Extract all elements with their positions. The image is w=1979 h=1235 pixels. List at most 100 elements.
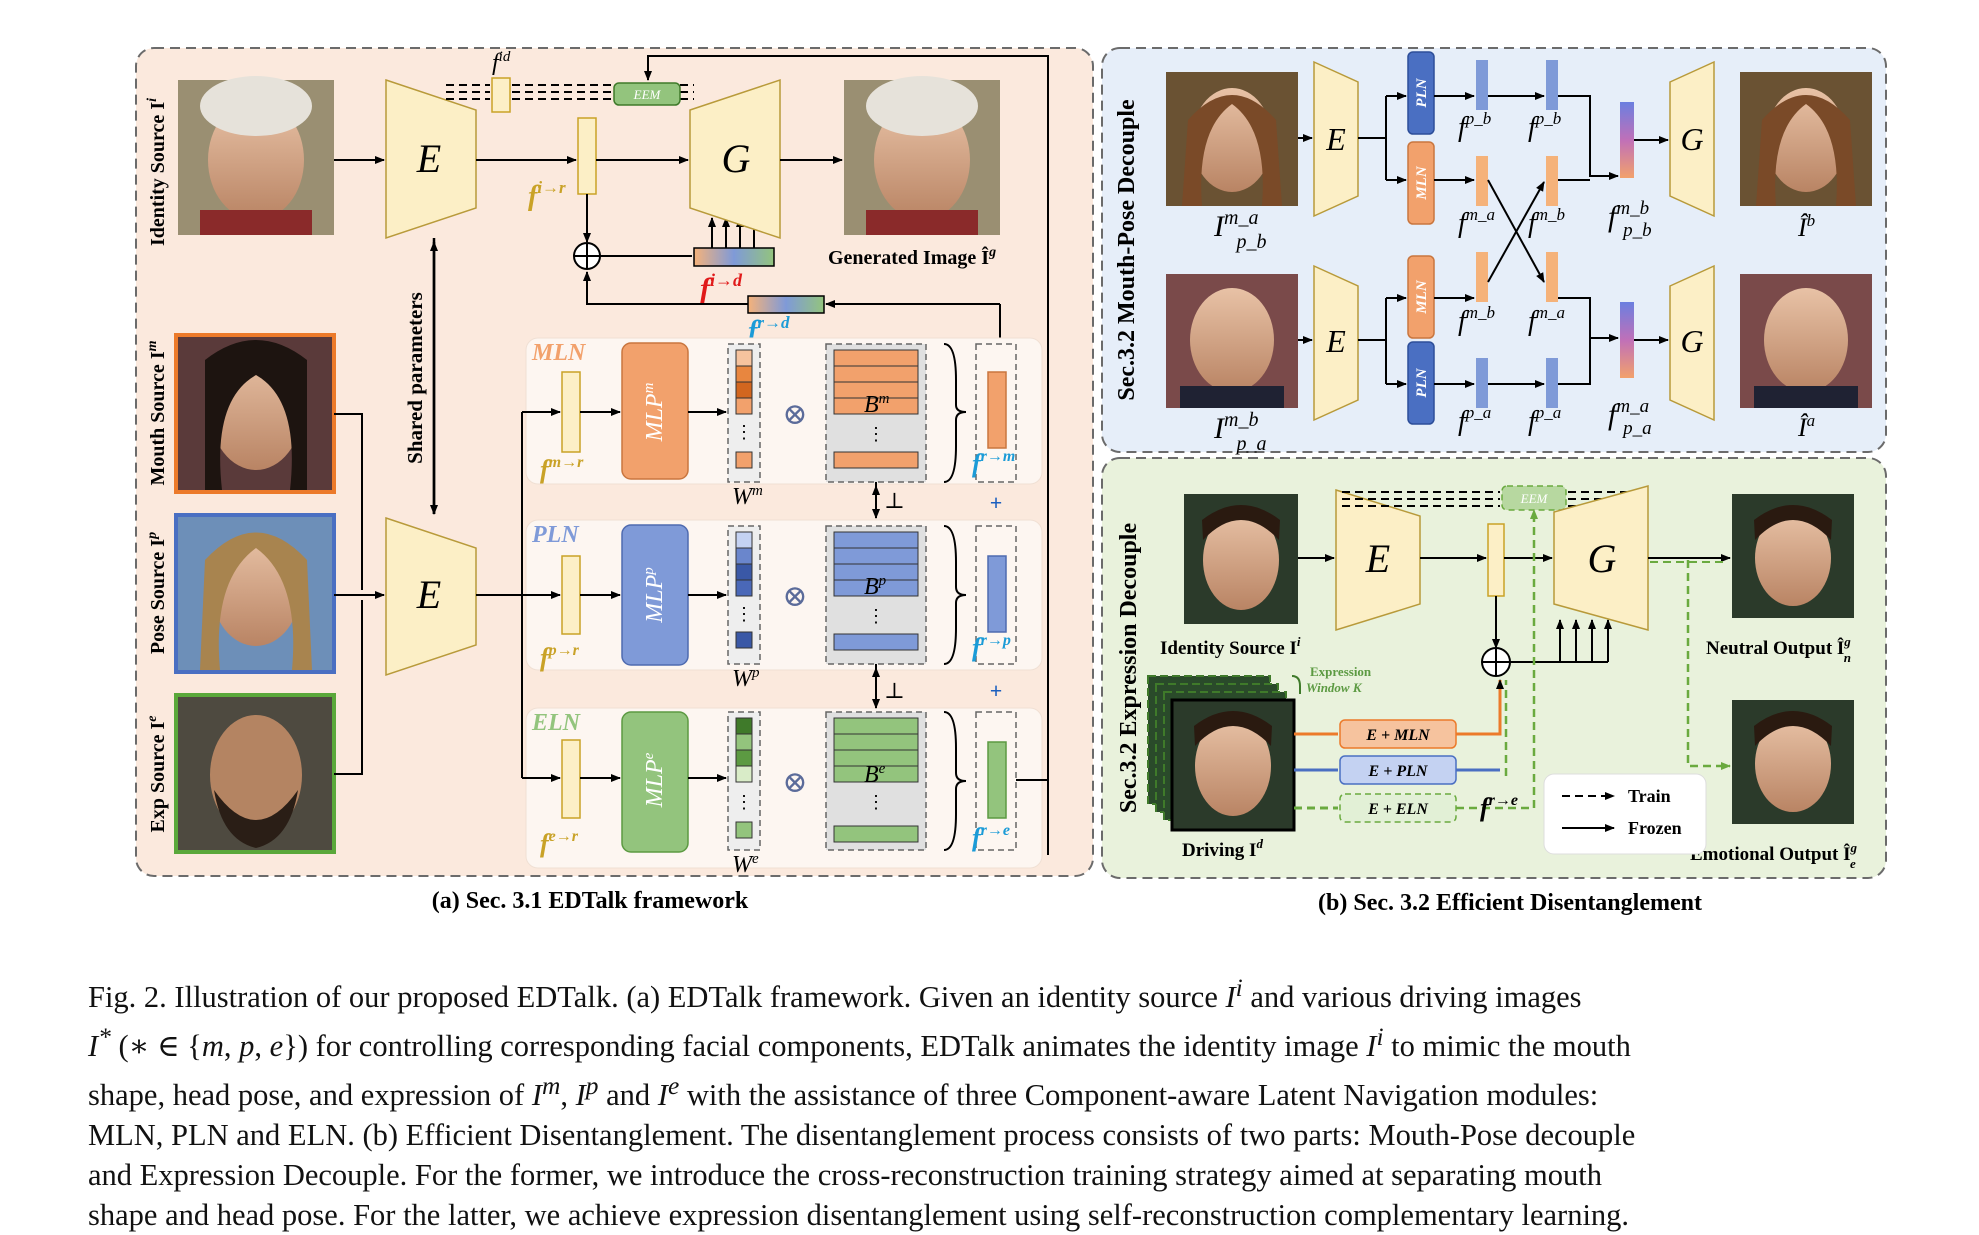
perp-mp: ⊥ [884, 488, 905, 513]
svg-text:E + PLN: E + PLN [1368, 763, 1429, 780]
figure: Identity Source Ii Mouth Source Im Pose … [135, 47, 1887, 916]
svg-text:fp_b: fp_b [1528, 109, 1561, 143]
generated-image [844, 76, 1000, 235]
output-bottom-image [1740, 274, 1872, 408]
svg-text:PLN: PLN [1414, 77, 1430, 107]
f-r-d-bar [747, 295, 825, 314]
f-i-d-bar [693, 247, 775, 267]
caption-line-2: I* (∗ ∈ {m, p, e}) for controlling corre… [88, 1023, 1631, 1064]
fused-bar-bottom [1620, 302, 1634, 378]
svg-text:⋮: ⋮ [867, 606, 885, 626]
mlp-m-label: MLPm [641, 382, 668, 442]
svg-text:MLN: MLN [1414, 279, 1430, 315]
svg-text:fp_b: fp_b [1458, 109, 1491, 143]
pln-box-top [1407, 51, 1435, 135]
identity-source-b2-label: Identity Source Ii [1160, 634, 1301, 659]
circle-plus-icon [1481, 647, 1511, 677]
f-r-m-box [987, 371, 1007, 449]
caption-line-4: MLN, PLN and ELN. (b) Efficient Disentan… [88, 1118, 1636, 1153]
legend-train: Train [1628, 786, 1671, 806]
f-r-m-label: fr→m [972, 448, 1015, 478]
encoder-b1-top-label: E [1325, 121, 1346, 157]
svg-text:Îa: Îa [1797, 411, 1815, 442]
mouth-source-image [174, 333, 336, 494]
exp-source-label: Exp Source Ie [145, 716, 169, 833]
svg-text:PLN: PLN [1414, 367, 1430, 397]
circle-plus-icon [573, 242, 601, 270]
circled-times-icon: ⊗ [782, 398, 807, 431]
encoder-shared [385, 516, 477, 677]
svg-text:E + MLN: E + MLN [1365, 727, 1431, 744]
svg-text:⊗: ⊗ [782, 398, 807, 431]
eln-title: ELN [531, 710, 582, 736]
generator-b1-bottom [1669, 264, 1715, 422]
svg-text:MLN: MLN [1414, 165, 1430, 201]
mln-box-top [1407, 141, 1435, 225]
expression-window-label: Expression [1310, 664, 1372, 679]
encoder-identity-label: E [416, 136, 441, 181]
f-r-e-label: fr→e [972, 822, 1010, 852]
identity-source-image [178, 76, 334, 235]
svg-text:⋮: ⋮ [867, 424, 885, 444]
caption-line-3: shape, head pose, and expression of Im, … [88, 1072, 1599, 1113]
f-e-r-box [561, 739, 581, 819]
emotional-output-image [1732, 700, 1854, 824]
svg-text:fp_a: fp_a [1528, 403, 1561, 437]
generated-image-label: Generated Image Îg [828, 245, 996, 269]
svg-text:EEM: EEM [1520, 491, 1549, 506]
f-i-d-label: fi→d [700, 270, 743, 305]
w-e-label: We [732, 851, 759, 878]
pose-source-label: Pose Source Ip [145, 532, 169, 654]
encoder-b2 [1335, 488, 1421, 632]
output-top-image [1740, 72, 1872, 206]
driving-image [1170, 698, 1296, 832]
f-r-e-box [987, 741, 1007, 819]
svg-text:fm_a: fm_a [1458, 205, 1495, 239]
svg-text:G: G [1680, 121, 1703, 157]
f-id-label: fid [492, 49, 511, 76]
generator-a-label: G [722, 136, 751, 181]
pose-source-image [174, 513, 336, 674]
plus-mp: + [990, 490, 1003, 515]
f-i-r-label: fi→r [528, 178, 566, 212]
panel-a-title: (a) Sec. 3.1 EDTalk framework [432, 888, 749, 914]
f-m-r-box [561, 371, 581, 453]
f-e-r-label: fe→r [540, 828, 579, 858]
caption-line-5: and Expression Decouple. For the former,… [88, 1158, 1602, 1193]
svg-text:⋮: ⋮ [735, 604, 753, 624]
mouth-pose-source-top-image [1166, 72, 1298, 206]
identity-source-label: Identity Source Ii [145, 98, 169, 246]
pln-title: PLN [531, 522, 580, 548]
circled-times-icon: ⊗ [782, 766, 807, 799]
generator-a [689, 78, 781, 240]
w-m-label: Wm [732, 483, 763, 510]
svg-text:G: G [1588, 536, 1617, 581]
b-m-label: Bm [864, 391, 890, 418]
legend-frozen: Frozen [1628, 818, 1682, 838]
figure-caption: Fig. 2. Illustration of our proposed EDT… [88, 968, 1946, 1235]
f-p-r-label: fp→r [540, 642, 580, 672]
b-p-label: Bp [864, 573, 887, 600]
f-m-r-label: fm→r [540, 454, 584, 484]
encoder-b1-bottom-label: E [1325, 323, 1346, 359]
svg-text:fm_b: fm_b [1458, 303, 1495, 337]
f-i-r-box [577, 117, 597, 195]
svg-text:E + ELN: E + ELN [1367, 801, 1429, 818]
svg-text:fm_b: fm_b [1528, 205, 1565, 239]
eem-box-a [613, 82, 681, 106]
exp-source-image [174, 693, 336, 854]
mln-title: MLN [531, 340, 587, 366]
svg-text:⋮: ⋮ [735, 792, 753, 812]
svg-text:fm_a: fm_a [1528, 303, 1565, 337]
svg-text:G: G [1680, 323, 1703, 359]
encoder-shared-label: E [416, 572, 441, 617]
mlp-e-block [621, 711, 689, 853]
f-id-box [491, 77, 511, 113]
caption-line-6: shape and head pose. For the latter, we … [88, 1198, 1630, 1233]
fused-bar-top [1620, 102, 1634, 178]
f-r-p-label: fr→p [972, 632, 1011, 662]
mlp-e-label: MLPe [641, 752, 668, 808]
plus-pe: + [990, 678, 1003, 703]
